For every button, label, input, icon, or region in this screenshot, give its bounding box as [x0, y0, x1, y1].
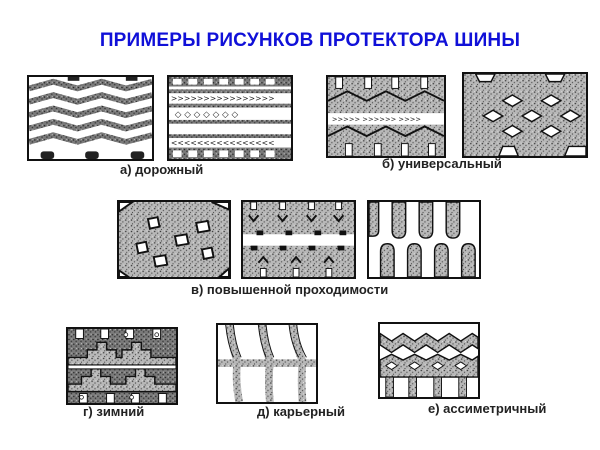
- tread-road-wavy: [27, 75, 154, 161]
- label-road: а) дорожный: [120, 162, 204, 177]
- tread-quarry: [216, 323, 318, 404]
- tread-asymmetric: [378, 322, 480, 399]
- tread-offroad-chevron: [241, 200, 356, 279]
- tread-road-ribbed: >>>>>>>>>>>>>>>> ◇ ◇ ◇ ◇ ◇ ◇ ◇ <<<<<<<<<…: [167, 75, 293, 161]
- label-universal: б) универсальный: [382, 156, 502, 171]
- tread-universal-blocks: >>>>> >>>>>> >>>>: [326, 75, 446, 158]
- svg-text:◇ ◇ ◇ ◇ ◇ ◇ ◇: ◇ ◇ ◇ ◇ ◇ ◇ ◇: [175, 110, 239, 120]
- label-asymmetric: е) ассиметричный: [428, 401, 547, 416]
- page-title: ПРИМЕРЫ РИСУНКОВ ПРОТЕКТОРА ШИНЫ: [99, 30, 521, 51]
- label-offroad: в) повышенной проходимости: [191, 282, 389, 297]
- svg-text:>>>>> >>>>>> >>>>: >>>>> >>>>>> >>>>: [332, 116, 421, 124]
- label-winter: г) зимний: [83, 404, 145, 419]
- tread-offroad-lugs: [367, 200, 481, 279]
- tread-universal-diamond: [462, 72, 588, 158]
- tread-offroad-crosshatch: [117, 200, 231, 279]
- label-quarry: д) карьерный: [257, 404, 345, 419]
- tread-winter: [66, 327, 178, 405]
- svg-text:<<<<<<<<<<<<<<<<: <<<<<<<<<<<<<<<<: [171, 139, 275, 148]
- svg-text:>>>>>>>>>>>>>>>>: >>>>>>>>>>>>>>>>: [171, 94, 275, 103]
